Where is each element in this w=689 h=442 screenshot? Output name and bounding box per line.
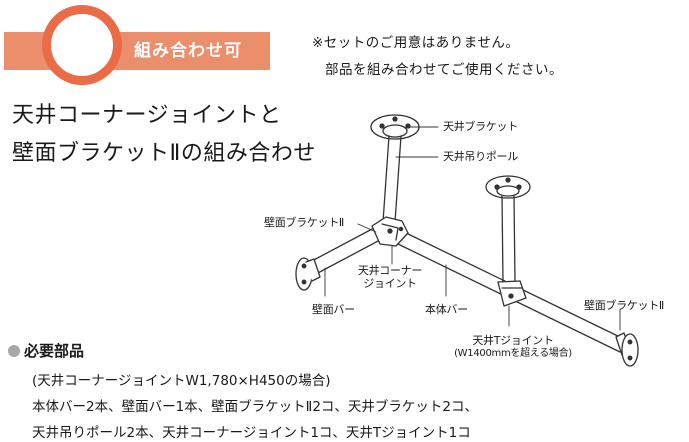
label-wall-bracket-right: 壁面ブラケットⅡ (584, 299, 665, 312)
parts-line-2: 本体バー2本、壁面バー1本、壁面ブラケットⅡ2コ、天井ブラケット2コ、 (32, 399, 479, 415)
wall-bracket-icon (295, 257, 321, 291)
parts-heading-text: 必要部品 (24, 342, 85, 360)
label-wall-bracket-left: 壁面ブラケットⅡ (264, 216, 345, 229)
ceiling-pole (382, 135, 402, 223)
label-ceiling-pole: 天井吊りポール (443, 150, 518, 163)
ceiling-bracket-icon (485, 175, 531, 199)
label-t-joint-note: (W1400mmを超える場合) (454, 348, 572, 359)
label-t-joint: 天井Tジョイント (W1400mmを超える場合) (438, 334, 588, 360)
notice-line-2: 部品を組み合わせてご使用ください。 (325, 62, 563, 78)
t-joint-icon (497, 280, 527, 307)
page-title-line-2: 壁面ブラケットⅡの組み合わせ (12, 141, 316, 166)
label-main-bar: 本体バー (425, 303, 468, 316)
label-wall-bar: 壁面バー (312, 303, 355, 316)
label-corner-joint: 天井コーナー ジョイント (350, 264, 430, 290)
badge-label: 組み合わせ可 (134, 41, 242, 61)
leader-lines (324, 126, 621, 331)
ceiling-pole (501, 195, 516, 283)
wall-bracket-icon (615, 332, 639, 367)
parts-line-1: (天井コーナージョイントW1,780×H450の場合) (32, 373, 331, 389)
label-ceiling-bracket: 天井ブラケット (443, 120, 518, 133)
wall-bar (309, 227, 381, 275)
bullet-icon (8, 345, 20, 357)
corner-joint-icon (371, 216, 409, 247)
notice-line-1: ※セットのご用意はありません。 (312, 35, 520, 51)
ceiling-bracket-icon (370, 114, 420, 140)
parts-line-3: 天井吊りポール2本、天井コーナージョイント1コ、天井Tジョイント1コ (32, 425, 471, 441)
label-t-joint-line-1: 天井Tジョイント (472, 334, 554, 347)
parts-heading: 必要部品 (8, 341, 84, 361)
badge-circle-icon (42, 5, 122, 85)
label-corner-joint-line-1: 天井コーナー (357, 264, 423, 277)
page-title-line-1: 天井コーナージョイントと (12, 103, 282, 128)
label-corner-joint-line-2: ジョイント (363, 277, 417, 290)
